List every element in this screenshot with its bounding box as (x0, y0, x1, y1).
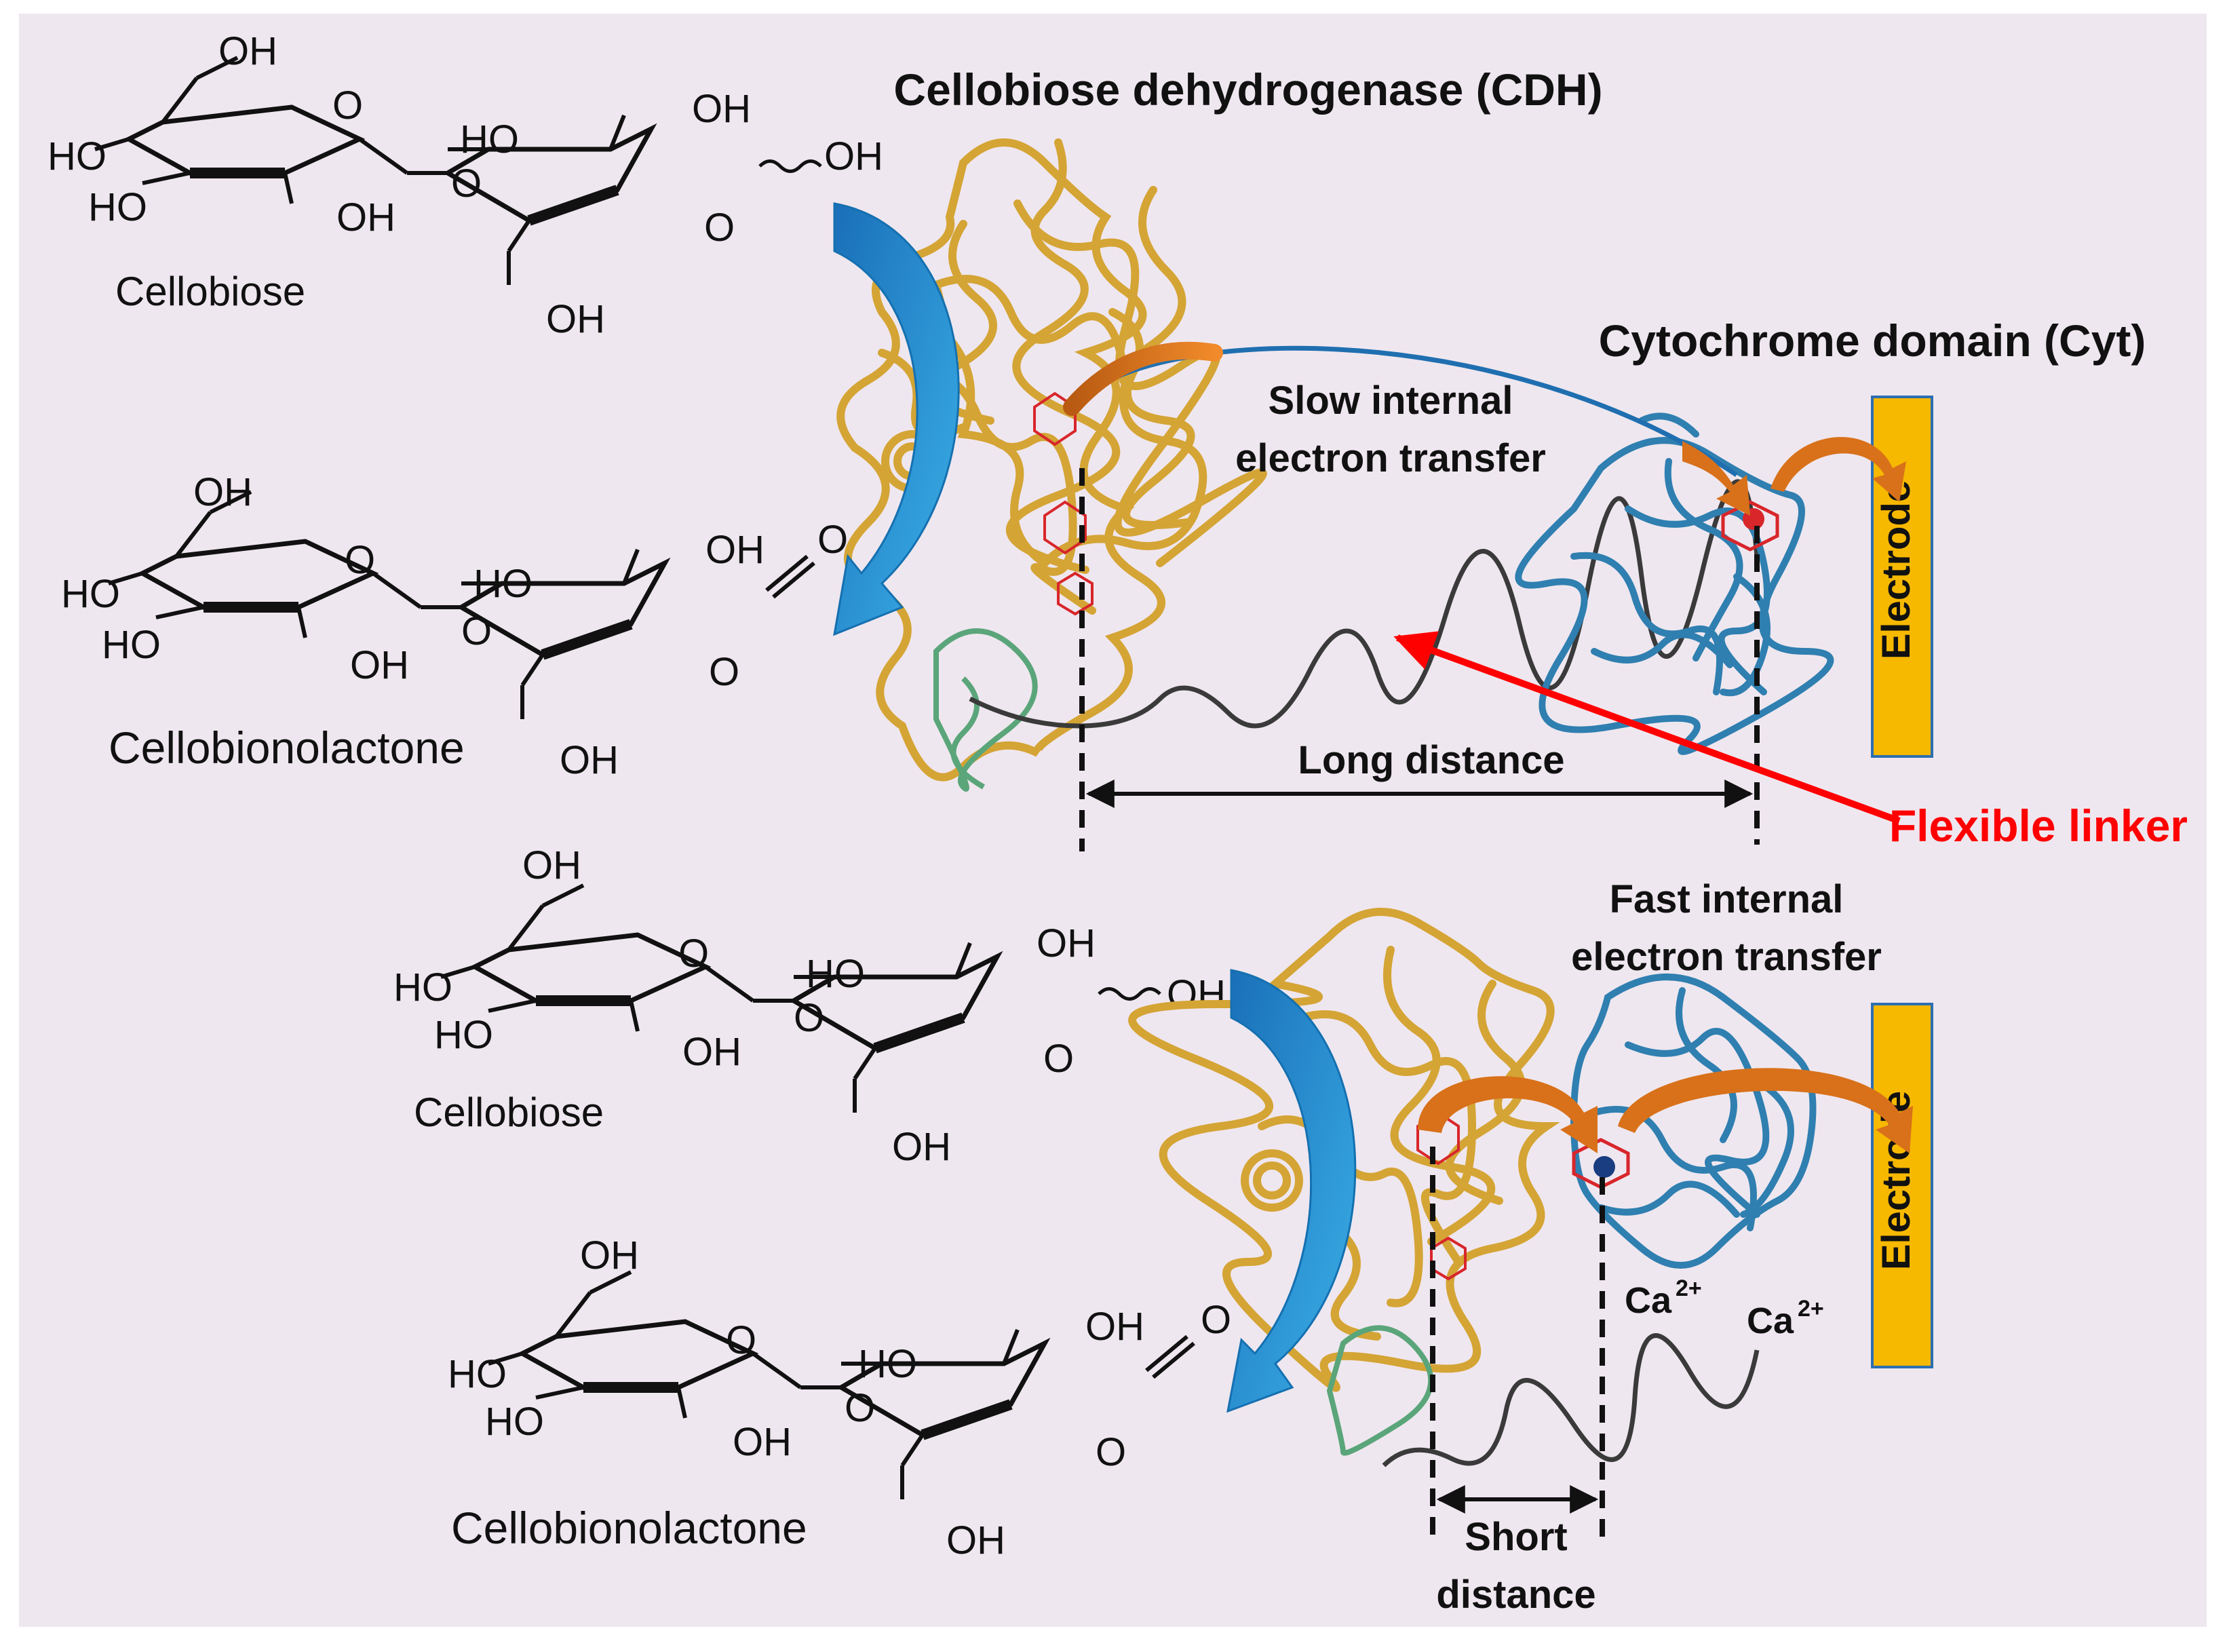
electrode-top: Electrode (1871, 396, 1933, 758)
short-distance-label-line1: Short (1465, 1515, 1567, 1559)
flexible-linker-bottom (1382, 1333, 1760, 1467)
ho-label: HO (473, 562, 533, 606)
ho-label: HO (460, 117, 519, 161)
o-label: O (709, 650, 739, 694)
oh-label: OH (218, 29, 277, 73)
o-label: O (704, 206, 735, 250)
ho-label: HO (61, 572, 120, 616)
fast-transfer-arrow (1418, 1076, 1598, 1153)
heme-bottom-cyt (1572, 1138, 1630, 1189)
oh-label: OH (580, 1233, 639, 1278)
ho-label: HO (47, 134, 107, 178)
cellobiose-label-bottom: Cellobiose (414, 1090, 604, 1135)
fast-transfer-label-line1: Fast internal (1610, 877, 1844, 921)
slow-transfer-arrowhead (1063, 341, 1223, 416)
cdh-green-region-bottom (1326, 1325, 1434, 1456)
o-label: O (451, 161, 482, 206)
o-label: O (332, 83, 363, 128)
ho-label: HO (806, 952, 865, 996)
cellobionolactone-structure-bottom: OH HO HO O OH O HO OH O O OH Cellobionol… (448, 1233, 1231, 1562)
o-label: O (345, 538, 375, 582)
slow-transfer-label-line2: electron transfer (1235, 436, 1546, 480)
o-label: O (461, 609, 492, 653)
cdh-green-region-top (933, 628, 1038, 792)
fast-transfer-label-line2: electron transfer (1571, 935, 1882, 979)
o-label: O (1096, 1430, 1126, 1474)
ho-label: HO (448, 1352, 507, 1396)
oh-label: OH (682, 1030, 741, 1074)
svg-text:2+: 2+ (1676, 1275, 1702, 1301)
slow-transfer-label-line1: Slow internal (1269, 379, 1513, 423)
ho-label: HO (102, 623, 161, 667)
cdh-title: Cellobiose dehydrogenase (CDH) (893, 64, 1602, 115)
cyt-to-electrode-arrow-bottom (1618, 1068, 1913, 1153)
ho-label: HO (393, 965, 452, 1010)
cellobiose-structure-top: OH HO HO O OH O HO OH OH O OH Cellobiose (47, 29, 883, 341)
slow-transfer-arrowhead-end (1682, 441, 1750, 516)
o-label: O (1043, 1037, 1074, 1081)
oh-label: OH (692, 87, 751, 131)
cdh-fad-domain-top (836, 138, 1267, 782)
svg-text:Ca: Ca (1747, 1301, 1794, 1341)
ho-label: HO (88, 185, 147, 229)
oh-label: OH (336, 195, 395, 239)
o-label: O (1201, 1298, 1231, 1342)
oh-label: OH (560, 738, 619, 782)
cellobionolactone-structure-top: OH HO HO O OH O HO OH O O OH Cellobionol… (61, 470, 848, 782)
oh-label: OH (1037, 921, 1096, 965)
cyt-domain-top (1515, 412, 1834, 755)
oh-label: OH (946, 1518, 1005, 1562)
calcium-ion-label-2: Ca 2+ (1747, 1296, 1824, 1341)
oh-label: OH (522, 843, 581, 887)
cyt-title: Cytochrome domain (Cyt) (1599, 315, 2146, 366)
o-label: O (678, 931, 709, 976)
substrate-oxidation-arrow-top (833, 202, 960, 636)
oh-label: OH (1085, 1305, 1144, 1349)
oh-label: OH (824, 134, 883, 178)
flexible-linker-pointer (1393, 631, 1901, 824)
cyt-to-electrode-arrow-top (1771, 437, 1906, 502)
oh-label: OH (733, 1420, 792, 1464)
substrate-oxidation-arrow-bottom (1226, 969, 1357, 1413)
o-label: O (845, 1386, 875, 1430)
o-label: O (817, 518, 848, 562)
oh-label: OH (350, 643, 409, 687)
svg-text:2+: 2+ (1798, 1296, 1824, 1322)
ho-label: HO (858, 1342, 917, 1386)
heme-top-cdh (1033, 391, 1094, 616)
cellobiose-structure-bottom: OH HO HO O OH O HO OH OH O OH Cellobiose (393, 843, 1226, 1169)
oh-label: OH (705, 528, 765, 572)
short-distance-label-line2: distance (1436, 1573, 1595, 1617)
flexible-linker-top (969, 479, 1760, 729)
flexible-linker-label: Flexible linker (1889, 801, 2188, 851)
cellobionolactone-label-top: Cellobionolactone (109, 723, 465, 773)
ho-label: HO (485, 1400, 544, 1444)
long-distance-label: Long distance (1298, 738, 1564, 782)
oh-label: OH (193, 470, 252, 514)
electrode-bottom: Electrode (1871, 1003, 1933, 1368)
background-panel (19, 14, 2207, 1627)
o-label: O (794, 996, 824, 1040)
oh-label: OH (892, 1125, 951, 1169)
o-label: O (726, 1318, 756, 1362)
oh-label: OH (1167, 972, 1226, 1016)
electrode-label-top: Electrode (1874, 480, 1918, 659)
cellobiose-label-top: Cellobiose (115, 269, 305, 314)
svg-text:Ca: Ca (1625, 1280, 1672, 1321)
calcium-ion-label-1: Ca 2+ (1625, 1275, 1702, 1321)
cellobionolactone-label-bottom: Cellobionolactone (451, 1503, 807, 1553)
ho-label: HO (434, 1013, 493, 1057)
oh-label: OH (546, 297, 605, 341)
